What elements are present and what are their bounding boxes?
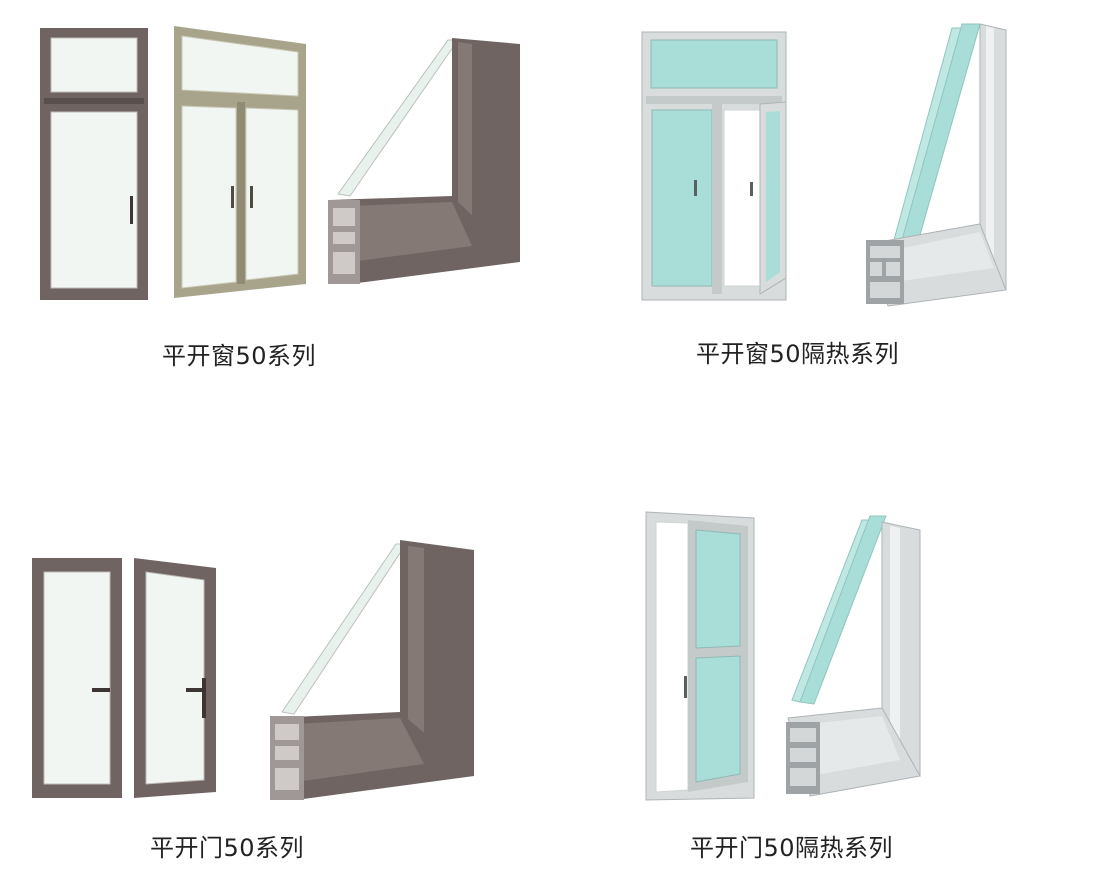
product-caption: 平开窗50隔热系列 [696, 340, 900, 368]
bronze-door-right [134, 558, 216, 798]
product-caption: 平开窗50系列 [162, 342, 317, 370]
casement-door-50-illustration [32, 540, 474, 800]
product-panel-casement-door-50-thermal: 平开门50隔热系列 [548, 500, 1096, 878]
silver-door-opened [645, 511, 755, 801]
product-caption: 平开门50隔热系列 [690, 834, 894, 862]
casement-window-50-illustration [40, 26, 520, 300]
silver-window-opened [641, 31, 787, 301]
casement-window-50-thermal-illustration [641, 23, 1007, 307]
casement-door-50-thermal-illustration [645, 511, 921, 801]
product-panel-casement-window-50: 平开窗50系列 [0, 0, 548, 420]
silver-thermal-door-profile-corner [786, 515, 921, 797]
champagne-double-window [174, 26, 306, 298]
bronze-window-with-transom [40, 28, 148, 300]
bronze-door-profile-corner [270, 540, 474, 800]
product-panel-casement-window-50-thermal: 平开窗50隔热系列 [548, 0, 1096, 420]
bronze-profile-corner [328, 38, 520, 284]
silver-thermal-profile-corner [866, 23, 1007, 307]
bronze-door-left [32, 558, 122, 798]
product-panel-casement-door-50: 平开门50系列 [0, 500, 548, 878]
product-caption: 平开门50系列 [150, 834, 305, 862]
